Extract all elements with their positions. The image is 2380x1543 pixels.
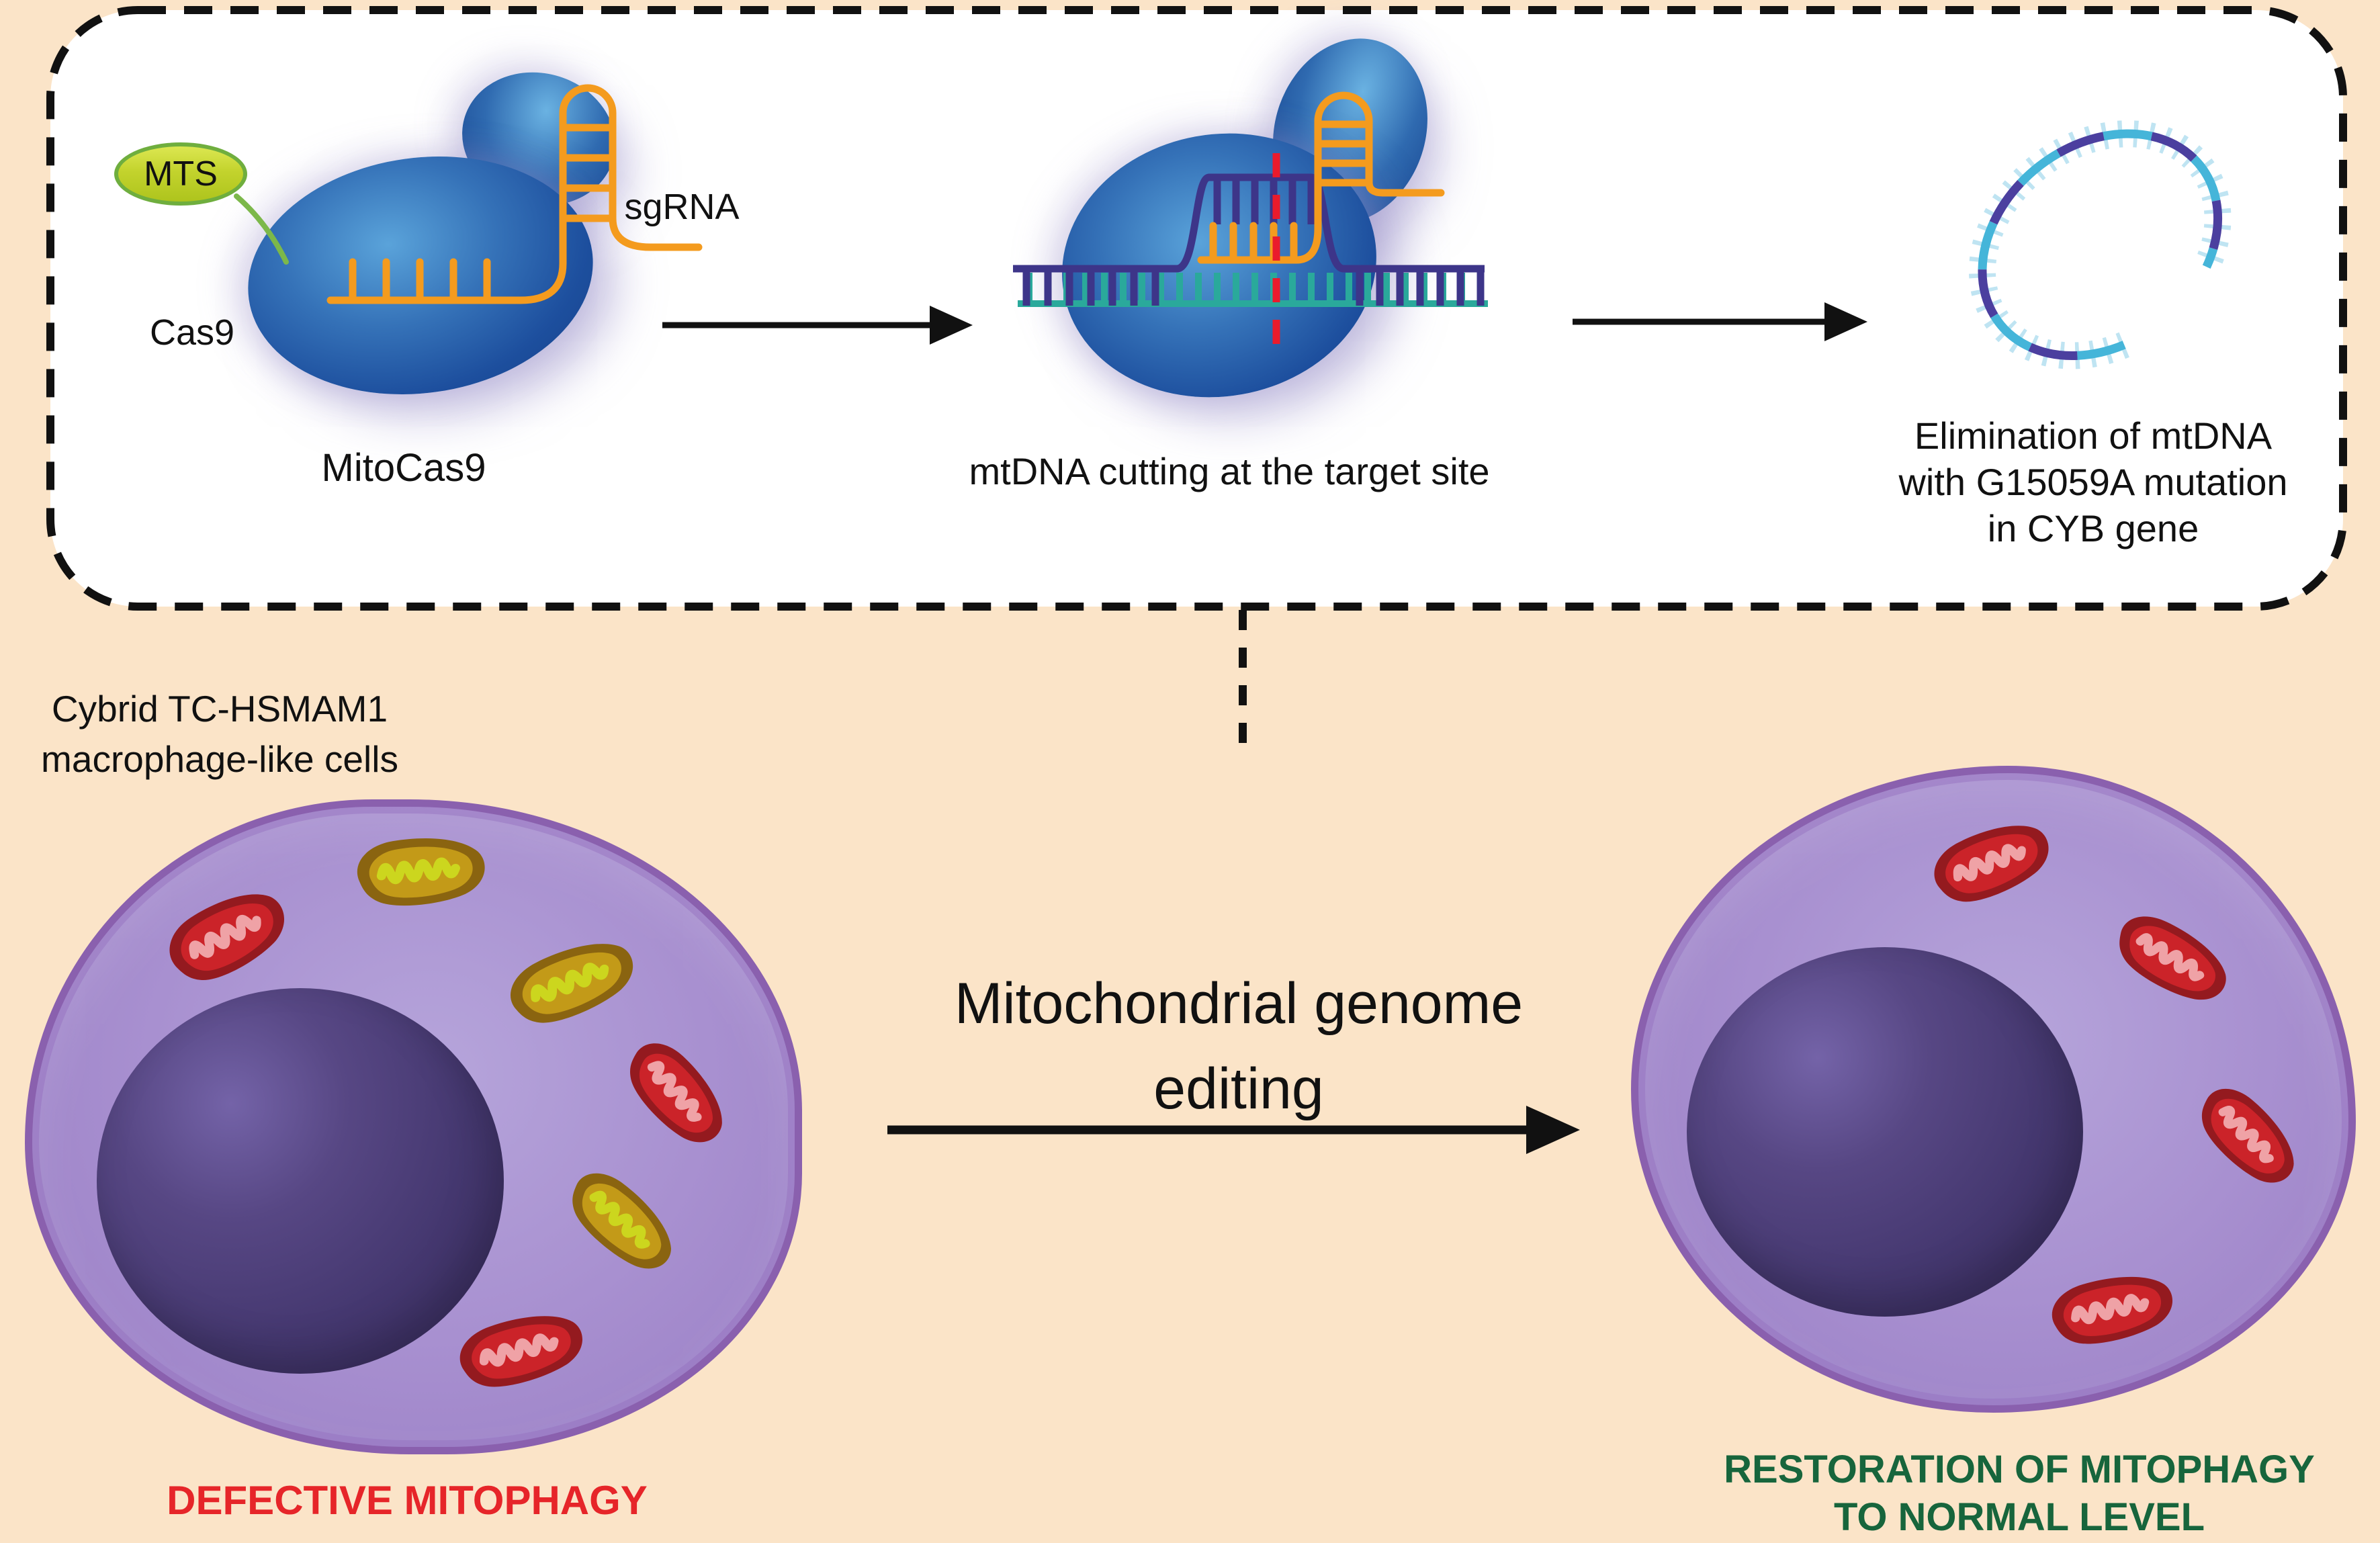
cas9-label: Cas9 [149, 312, 235, 353]
left-cell-title-line1: Cybrid TC-HSMAM1 [51, 688, 388, 730]
mitochondrion-yellow [547, 1149, 696, 1294]
step3-caption: Elimination of mtDNA with G15059A mutati… [1898, 412, 2287, 552]
editing-label-line2: editing [1153, 1057, 1324, 1121]
editing-label: Mitochondrial genome editing [955, 961, 1523, 1132]
mts-label: MTS [144, 155, 218, 193]
mitochondrion-red [1914, 801, 2068, 924]
step3-caption-line1: Elimination of mtDNA [1914, 414, 2273, 457]
step3-caption-line2: with G15059A mutation [1898, 461, 2288, 503]
left-cell-nucleus [97, 988, 504, 1374]
step1-caption: MitoCas9 [321, 446, 486, 490]
mitochondrion-red [2036, 1258, 2187, 1361]
right-cell-nucleus [1687, 947, 2083, 1317]
step3-caption-line3: in CYB gene [1987, 507, 2199, 549]
editing-label-line1: Mitochondrial genome [954, 971, 1524, 1036]
left-cell-title-line2: macrophage-like cells [41, 738, 398, 780]
mitochondrion-red [443, 1294, 599, 1406]
mts-tag: MTS [114, 142, 247, 206]
left-cell-title: Cybrid TC-HSMAM1 macrophage-like cells [41, 684, 398, 785]
sgrna-label: sgRNA [624, 187, 740, 227]
defective-mitophagy-label: DEFECTIVE MITOPHAGY [167, 1478, 648, 1523]
mitochondrion-yellow [489, 918, 653, 1046]
restoration-label-line2: TO NORMAL LEVEL [1833, 1495, 2205, 1539]
restoration-label-line1: RESTORATION OF MITOPHAGY [1724, 1448, 2315, 1491]
restoration-label: RESTORATION OF MITOPHAGY TO NORMAL LEVEL [1724, 1446, 2315, 1541]
mitochondrion-red [604, 1019, 748, 1167]
mitochondrion-red [146, 867, 307, 1006]
mitochondrion-red [2096, 893, 2248, 1024]
mitochondrion-red [2177, 1065, 2319, 1207]
step2-caption: mtDNA cutting at the target site [969, 450, 1490, 492]
mitochondrion-yellow [345, 824, 496, 918]
